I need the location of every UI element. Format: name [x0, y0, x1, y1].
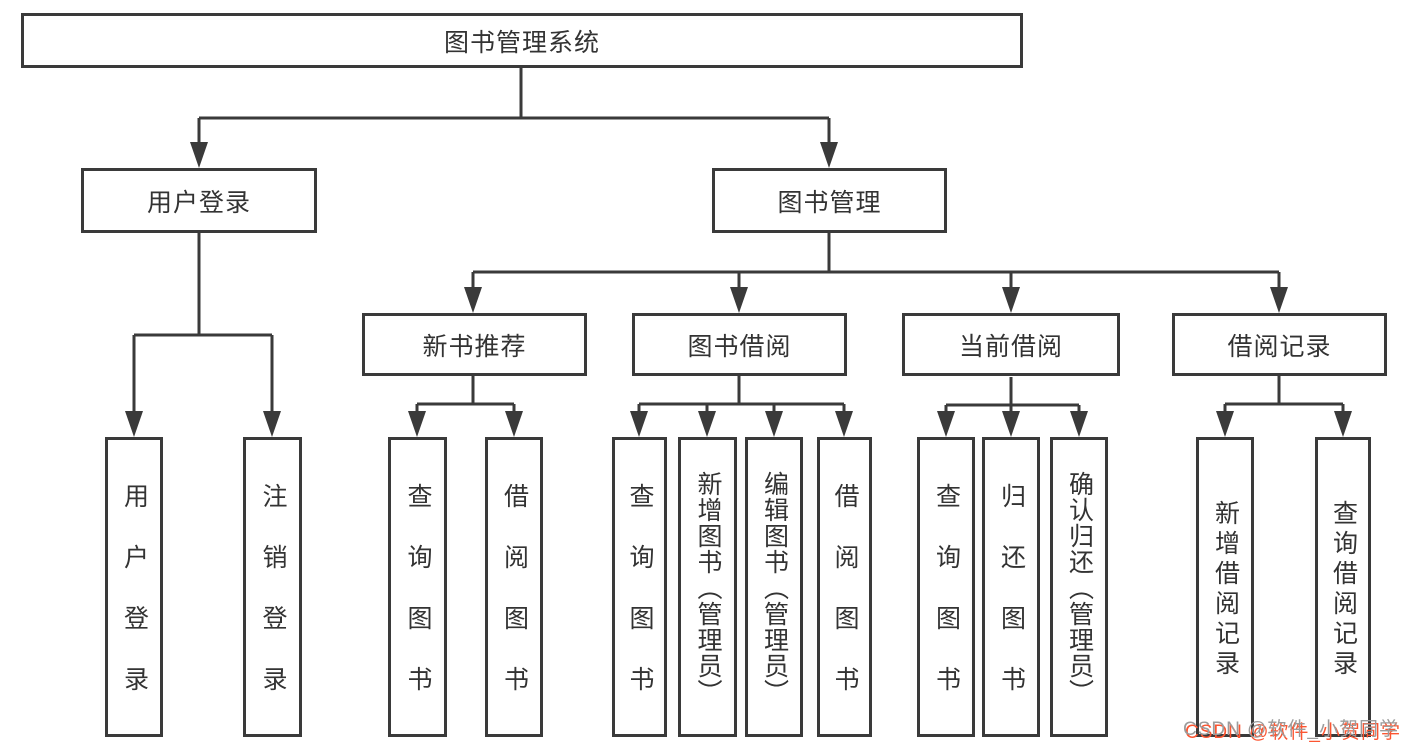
- node-book-management: 图书管理: [712, 168, 947, 233]
- leaf-return-books: 归还图书: [982, 437, 1040, 737]
- leaf-logout: 注销登录: [243, 437, 302, 737]
- node-library-management-system: 图书管理系统: [21, 13, 1023, 68]
- node-new-book-recommendation: 新书推荐: [362, 313, 587, 376]
- leaf-borrow-books-borrowing: 借阅图书: [817, 437, 872, 737]
- leaf-borrow-books-recommend: 借阅图书: [485, 437, 543, 737]
- node-book-borrowing: 图书借阅: [632, 313, 847, 376]
- leaf-query-books-current: 查询图书: [917, 437, 975, 737]
- node-user-login: 用户登录: [81, 168, 317, 233]
- leaf-confirm-return-admin: 确认归还（管理员）: [1050, 437, 1108, 737]
- leaf-query-books-borrowing: 查询图书: [612, 437, 667, 737]
- leaf-query-borrow-record: 查询借阅记录: [1315, 437, 1371, 737]
- leaf-edit-book-admin: 编辑图书（管理员）: [745, 437, 803, 737]
- leaf-query-books-recommend: 查询图书: [388, 437, 447, 737]
- node-current-borrowing: 当前借阅: [902, 313, 1120, 376]
- node-borrowing-records: 借阅记录: [1172, 313, 1387, 376]
- csdn-watermark: CSDN @软件_小贺同学: [1183, 719, 1399, 740]
- leaf-add-book-admin: 新增图书（管理员）: [678, 437, 737, 737]
- leaf-user-login: 用户登录: [105, 437, 163, 737]
- leaf-add-borrow-record: 新增借阅记录: [1196, 437, 1254, 737]
